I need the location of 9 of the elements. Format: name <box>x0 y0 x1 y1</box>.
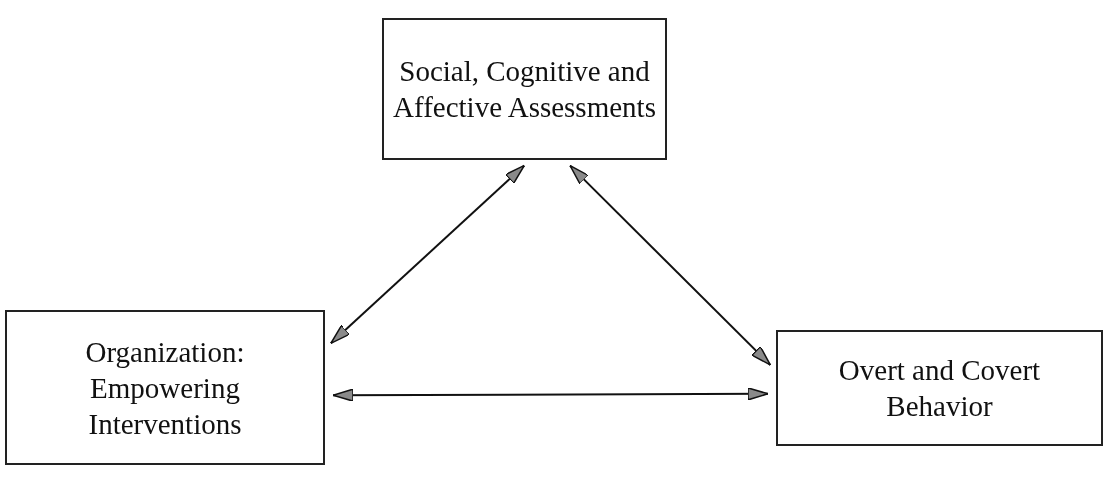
box-label: Overt and Covert Behavior <box>837 353 1042 424</box>
double-arrow <box>332 387 769 402</box>
double-arrow <box>569 164 772 366</box>
concept-box <box>776 330 1103 446</box>
box-label: Organization: Empowering Interventions <box>84 334 246 442</box>
box-label: Social, Cognitive and Affective Assessments <box>392 54 657 125</box>
concept-box <box>382 18 667 160</box>
double-arrow <box>329 164 526 345</box>
concept-box <box>5 310 325 465</box>
